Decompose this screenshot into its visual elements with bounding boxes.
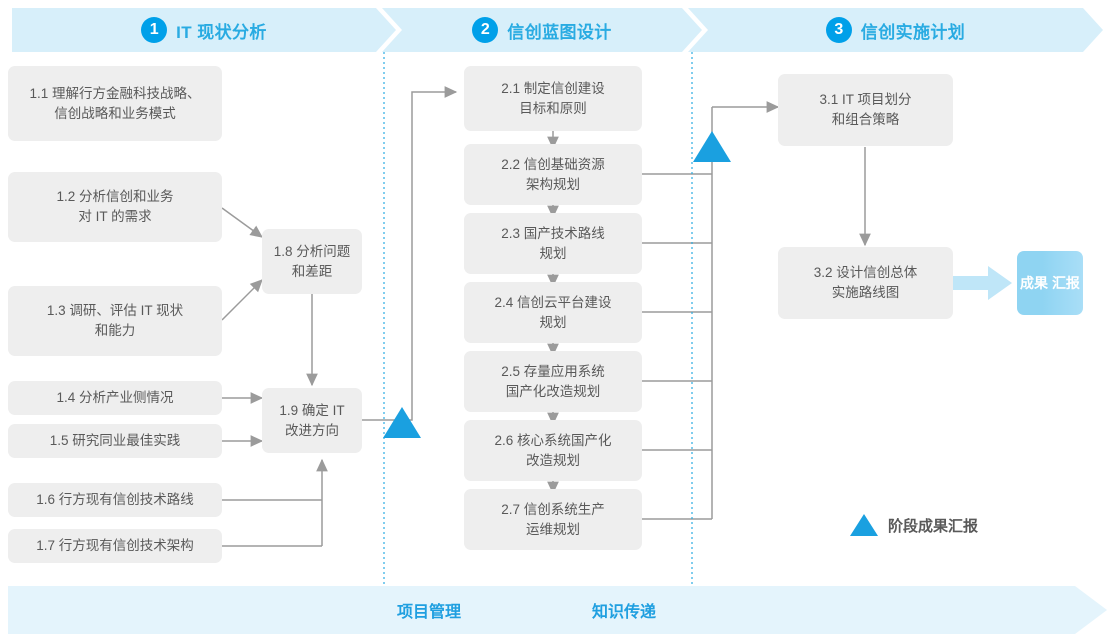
task-line: 1.1 理解行方金融科技战略、 [29,85,201,101]
task-box-3-2[interactable]: 3.2 设计信创总体 实施路线图 [778,247,953,319]
task-box-2-7[interactable]: 2.7 信创系统生产 运维规划 [464,489,642,550]
task-line: 规划 [539,314,567,330]
task-line: 1.9 确定 IT [279,402,345,418]
task-line: 2.4 信创云平台建设 [494,294,612,310]
banner-label-project-management: 项目管理 [397,604,462,621]
task-box-2-5[interactable]: 2.5 存量应用系统 国产化改造规划 [464,351,642,412]
task-line: 目标和原则 [519,100,587,116]
phase-number-3: 3 [825,17,852,43]
task-box-2-1[interactable]: 2.1 制定信创建设 目标和原则 [464,66,642,131]
triangle-icon [850,514,878,536]
task-box-2-3[interactable]: 2.3 国产技术路线 规划 [464,213,642,274]
task-line: 规划 [539,245,567,261]
task-line: 2.3 国产技术路线 [501,225,605,241]
phase-label-1: IT 现状分析 [176,22,267,42]
phase-header-3[interactable]: 3 信创实施计划 [688,8,1103,52]
task-box-3-1[interactable]: 3.1 IT 项目划分 和组合策略 [778,74,953,146]
task-line: 对 IT 的需求 [78,209,152,224]
task-box-1-4[interactable]: 1.4 分析产业侧情况 [8,381,222,415]
banner-label-knowledge-transfer: 知识传递 [592,604,657,621]
task-line: 和能力 [94,323,136,338]
task-line: 2.7 信创系统生产 [501,501,605,517]
phase-banner-shape [382,8,702,52]
phase-label-3: 信创实施计划 [860,22,966,42]
task-line: 1.7 行方现有信创技术架构 [36,538,194,554]
bottom-banner [8,586,1107,634]
task-box-2-2[interactable]: 2.2 信创基础资源 架构规划 [464,144,642,205]
result-arrow [950,266,1012,300]
task-box-1-2[interactable]: 1.2 分析信创和业务 对 IT 的需求 [8,172,222,242]
task-line: 2.6 核心系统国产化 [494,432,612,448]
result-chip-line: 汇报 [1051,274,1080,291]
phase-banner-shape [12,8,396,52]
task-line: 1.5 研究同业最佳实践 [49,433,181,449]
phase-number-2: 2 [472,17,499,43]
task-line: 架构规划 [526,176,580,192]
task-box-1-9[interactable]: 1.9 确定 IT 改进方向 [262,388,362,453]
task-line: 2.1 制定信创建设 [501,80,605,96]
task-box-2-6[interactable]: 2.6 核心系统国产化 改造规划 [464,420,642,481]
task-line: 国产化改造规划 [505,383,601,399]
task-line: 1.6 行方现有信创技术路线 [36,492,194,508]
task-box-2-4[interactable]: 2.4 信创云平台建设 规划 [464,282,642,343]
stage-report-triangles [383,131,731,438]
task-box-1-3[interactable]: 1.3 调研、评估 IT 现状 和能力 [8,286,222,356]
task-line: 改造规划 [526,452,580,468]
legend: 阶段成果汇报 [850,514,978,536]
task-line: 和组合策略 [831,112,900,127]
task-line: 信创战略和业务模式 [54,105,176,121]
task-line: 实施路线图 [831,285,900,300]
phase-header-2[interactable]: 2 信创蓝图设计 [382,8,702,52]
phase-banner-shape [688,8,1103,52]
task-box-1-8[interactable]: 1.8 分析问题 和差距 [262,229,362,294]
phase-label-2: 信创蓝图设计 [507,22,612,42]
task-line: 运维规划 [526,521,580,537]
task-line: 改进方向 [284,422,339,438]
legend-label: 阶段成果汇报 [888,517,979,535]
task-line: 1.2 分析信创和业务 [56,189,174,205]
task-line: 1.3 调研、评估 IT 现状 [46,303,184,319]
task-box-1-6[interactable]: 1.6 行方现有信创技术路线 [8,483,222,517]
task-line: 和差距 [291,263,333,279]
task-line: 2.2 信创基础资源 [501,156,605,172]
task-line: 3.2 设计信创总体 [813,265,918,281]
phase-number-1: 1 [141,17,168,43]
task-box-1-5[interactable]: 1.5 研究同业最佳实践 [8,424,222,458]
result-chip[interactable]: 成果 汇报 [1017,251,1083,315]
task-line: 1.8 分析问题 [273,243,351,259]
phase-header-1[interactable]: 1 IT 现状分析 [12,8,396,52]
result-chip-line: 成果 [1020,274,1049,291]
task-box-1-7[interactable]: 1.7 行方现有信创技术架构 [8,529,222,563]
task-box-1-1[interactable]: 1.1 理解行方金融科技战略、 信创战略和业务模式 [8,66,222,141]
task-line: 2.5 存量应用系统 [501,363,605,379]
task-line: 1.4 分析产业侧情况 [56,390,174,406]
task-line: 3.1 IT 项目划分 [819,92,912,108]
